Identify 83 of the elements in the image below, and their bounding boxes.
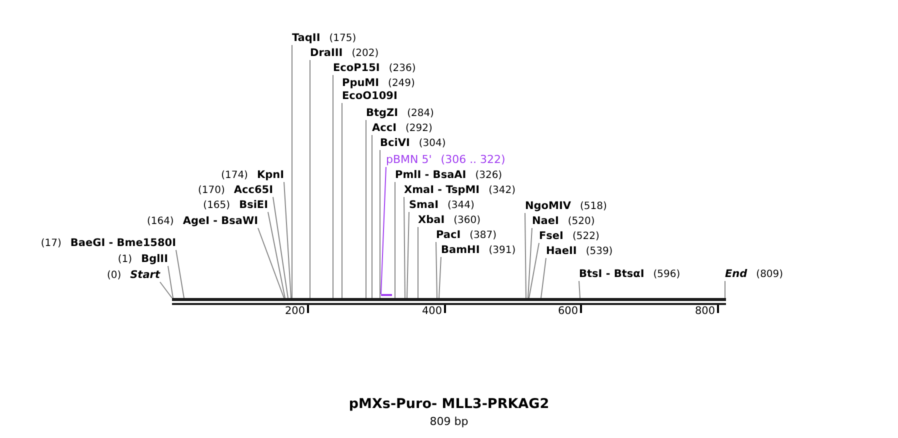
cut-position: (202) [352, 48, 379, 59]
leader-line [272, 196, 288, 298]
leader-line [394, 182, 396, 298]
enzyme-name: PpuMI [342, 77, 380, 89]
leader-line [578, 280, 580, 298]
enzyme-name: FseI [539, 230, 564, 242]
cut-position: (304) [418, 138, 446, 149]
enzyme-name: NgoMIV [525, 200, 571, 212]
cut-position: (344) [448, 200, 474, 211]
sequence-end-label: Start [130, 269, 160, 281]
enzyme-name: EcoP15I [333, 62, 380, 74]
cut-position: (292) [405, 123, 432, 134]
enzyme-name: BciVI [380, 137, 410, 149]
cut-position: (249) [388, 78, 415, 89]
cut-position: (0) [106, 270, 122, 281]
enzyme-name: AgeI - BsaWI [182, 215, 258, 227]
leader-line [268, 212, 286, 298]
leader-line [528, 242, 540, 298]
enzyme-name: BamHI [441, 244, 480, 256]
enzyme-name: SmaI [409, 199, 438, 211]
cut-position: (165) [203, 200, 230, 211]
enzyme-name: PmlI - BsaAI [395, 169, 466, 181]
leader-line [284, 182, 292, 298]
leader-line [438, 256, 442, 298]
leader-line [404, 196, 406, 298]
sequence-length: 809 bp [430, 415, 468, 428]
enzyme-name: EcoO109I [342, 90, 398, 102]
leader-line [724, 280, 726, 298]
cut-position: (236) [388, 63, 416, 74]
cut-position: (174) [221, 170, 248, 181]
map-title: pMXs-Puro- MLL3-PRKAG2 [348, 397, 550, 412]
cut-position: (387) [470, 230, 497, 241]
leader-line [528, 228, 532, 298]
enzyme-name: XmaI - TspMI [404, 184, 480, 196]
tick-label: 600 [558, 305, 578, 318]
cut-position: (170) [198, 185, 225, 196]
enzyme-name: TaqII [292, 32, 320, 44]
enzyme-name: BsiEI [239, 199, 268, 211]
leader-line [332, 74, 334, 298]
cut-position: (809) [756, 269, 784, 280]
cut-position: (1) [118, 254, 132, 265]
leader-line [524, 212, 526, 298]
cut-position: (391) [488, 245, 516, 256]
leader-line [380, 166, 386, 294]
enzyme-name: BtgZI [366, 107, 398, 119]
cut-position: (596) [653, 269, 680, 280]
enzyme-name: Acc65I [234, 184, 273, 196]
cut-position: (17) [40, 238, 62, 249]
enzyme-name: PacI [436, 229, 461, 241]
enzyme-name: BglII [141, 253, 168, 265]
leader-line [540, 258, 546, 298]
leader-line [160, 282, 172, 298]
cut-position: (326) [475, 170, 502, 181]
primer-range: (306 .. 322) [440, 153, 506, 166]
cut-position: (360) [454, 215, 480, 226]
leader-line [168, 266, 174, 298]
tick-label: 200 [284, 305, 305, 318]
cut-position: (518) [580, 201, 607, 212]
cut-position: (164) [146, 216, 174, 227]
leader-line [258, 228, 284, 298]
enzyme-name: BtsI - BtsαI [579, 268, 644, 280]
cut-position: (284) [407, 108, 434, 119]
primer-mark [381, 294, 392, 296]
enzyme-name: BaeGI - Bme1580I [70, 237, 176, 249]
enzyme-name: DraIII [310, 47, 343, 59]
sequence-line [172, 298, 726, 305]
leader-line [176, 250, 184, 298]
leader-line [436, 242, 438, 298]
enzyme-name: XbaI [418, 214, 445, 226]
primer-name: pBMN 5' [386, 153, 432, 166]
tick-label: 800 [694, 305, 715, 318]
cut-position: (175) [329, 33, 356, 44]
enzyme-name: HaeII [546, 245, 577, 257]
tick-label: 400 [422, 305, 442, 318]
cut-position: (539) [586, 246, 613, 257]
cut-position: (522) [572, 231, 600, 242]
cut-position: (342) [488, 185, 516, 196]
enzyme-name: AccI [372, 122, 396, 134]
enzyme-name: KpnI [256, 169, 284, 181]
enzyme-name: NaeI [532, 215, 559, 227]
cut-position: (520) [568, 216, 595, 227]
sequence-end-label: End [725, 268, 748, 280]
leader-line [406, 212, 410, 298]
